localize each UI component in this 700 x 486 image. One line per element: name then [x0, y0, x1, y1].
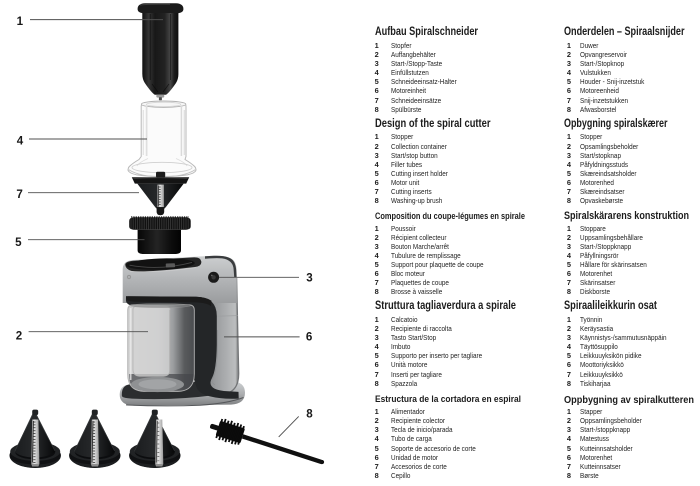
svg-text:1: 1	[17, 15, 24, 28]
svg-text:3: 3	[306, 271, 313, 284]
svg-text:6: 6	[306, 331, 313, 344]
svg-text:2: 2	[16, 329, 22, 342]
svg-text:7: 7	[16, 188, 22, 201]
svg-text:5: 5	[15, 236, 22, 249]
svg-text:4: 4	[17, 134, 24, 147]
svg-text:8: 8	[306, 407, 313, 420]
